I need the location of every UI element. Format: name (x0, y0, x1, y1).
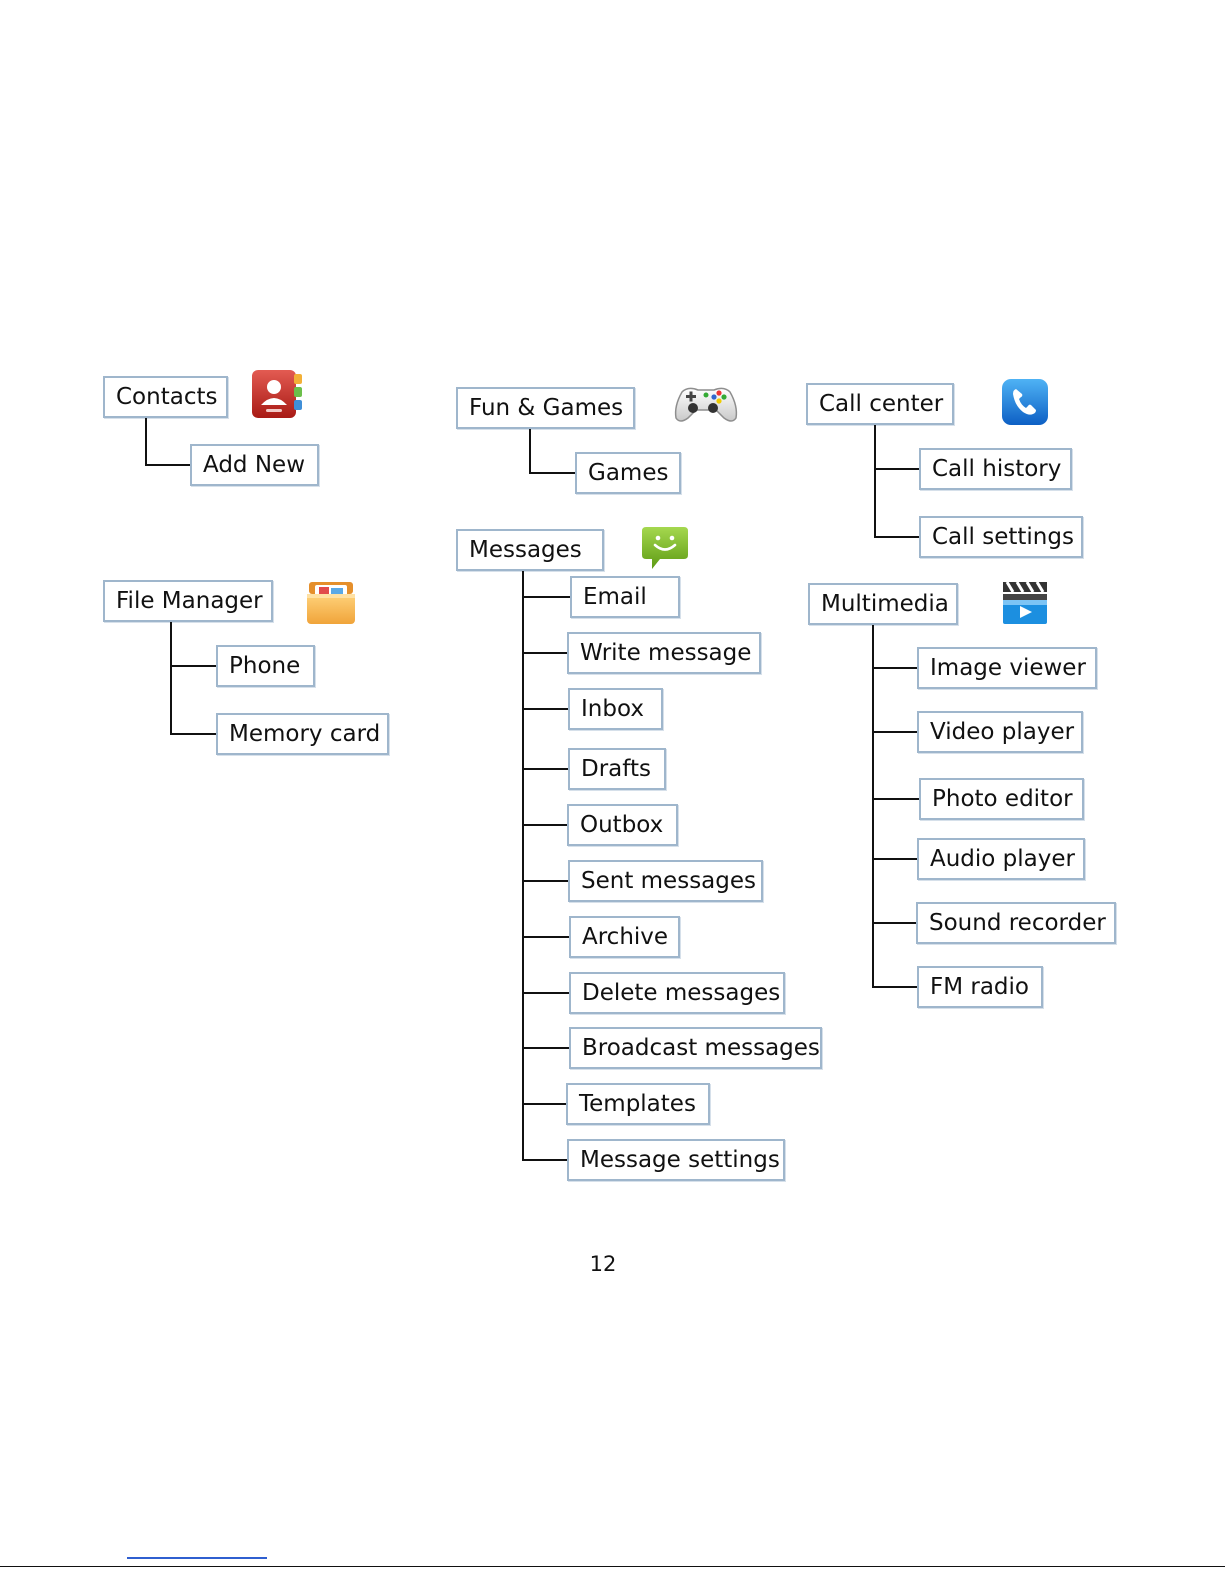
multimedia-child-audio-player: Audio player (917, 838, 1085, 880)
messages-child-broadcast-messages: Broadcast messages (569, 1027, 822, 1069)
messages-child-write-message: Write message (567, 632, 761, 674)
multimedia-branch-line (872, 731, 917, 733)
call-center-trunk-line (874, 425, 876, 538)
messages-child-sent-messages: Sent messages (568, 860, 763, 902)
file-manager-branch-line (170, 665, 216, 667)
file-manager-root-node: File Manager (103, 580, 273, 622)
gamepad-icon (672, 378, 740, 430)
messages-branch-line (522, 936, 569, 938)
message-bubble-icon (640, 525, 690, 577)
file-manager-trunk-line (170, 622, 172, 735)
folder-icon (305, 576, 357, 632)
messages-branch-line (522, 1103, 566, 1105)
multimedia-child-video-player: Video player (917, 711, 1083, 753)
messages-root-node: Messages (456, 529, 604, 571)
fun-games-branch-line (529, 472, 575, 474)
messages-branch-line (522, 1159, 567, 1161)
multimedia-branch-line (872, 798, 919, 800)
fun-games-root-node: Fun & Games (456, 387, 635, 429)
messages-child-message-settings: Message settings (567, 1139, 785, 1181)
multimedia-root-node: Multimedia (808, 583, 958, 625)
messages-branch-line (522, 652, 567, 654)
contacts-trunk-line (145, 418, 147, 466)
contacts-branch-line (145, 464, 190, 466)
multimedia-child-fm-radio: FM radio (917, 966, 1043, 1008)
multimedia-child-image-viewer: Image viewer (917, 647, 1097, 689)
multimedia-branch-line (872, 986, 917, 988)
fun-games-child-games: Games (575, 452, 681, 494)
messages-trunk-line (522, 571, 524, 1161)
messages-branch-line (522, 1047, 569, 1049)
phone-icon (1001, 378, 1049, 430)
messages-branch-line (522, 992, 569, 994)
messages-child-archive: Archive (569, 916, 680, 958)
contacts-root-node: Contacts (103, 376, 228, 418)
multimedia-trunk-line (872, 625, 874, 988)
messages-branch-line (522, 880, 568, 882)
messages-child-inbox: Inbox (568, 688, 663, 730)
footer-rule (0, 1566, 1225, 1567)
multimedia-child-photo-editor: Photo editor (919, 778, 1084, 820)
multimedia-child-sound-recorder: Sound recorder (916, 902, 1116, 944)
call-center-root-node: Call center (806, 383, 954, 425)
multimedia-branch-line (872, 858, 917, 860)
call-center-branch-line (874, 536, 919, 538)
messages-child-templates: Templates (566, 1083, 710, 1125)
messages-branch-line (522, 768, 568, 770)
call-center-child-call-settings: Call settings (919, 516, 1083, 558)
multimedia-branch-line (872, 667, 917, 669)
contacts-child-add-new: Add New (190, 444, 319, 486)
call-center-child-call-history: Call history (919, 448, 1072, 490)
clapperboard-icon (999, 578, 1051, 632)
multimedia-branch-line (872, 922, 916, 924)
call-center-branch-line (874, 468, 919, 470)
footer-link-underline (127, 1557, 267, 1559)
messages-child-delete-messages: Delete messages (569, 972, 785, 1014)
file-manager-child-phone: Phone (216, 645, 315, 687)
messages-branch-line (522, 596, 570, 598)
messages-child-email: Email (570, 576, 680, 618)
fun-games-trunk-line (529, 429, 531, 474)
messages-branch-line (522, 824, 567, 826)
messages-child-outbox: Outbox (567, 804, 678, 846)
contacts-book-icon (250, 368, 304, 424)
messages-branch-line (522, 708, 568, 710)
page-number: 12 (589, 1252, 617, 1276)
messages-child-drafts: Drafts (568, 748, 666, 790)
file-manager-branch-line (170, 733, 216, 735)
file-manager-child-memory-card: Memory card (216, 713, 389, 755)
